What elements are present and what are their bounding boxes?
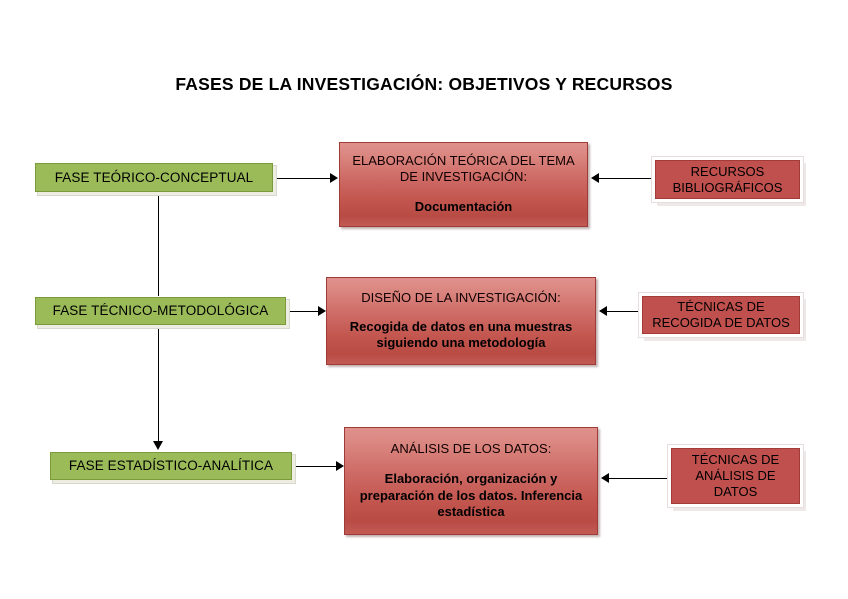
resource-label: TÉCNICAS DE ANÁLISIS DE DATOS bbox=[691, 452, 780, 499]
resource-box-tecnicas-analisis-datos[interactable]: TÉCNICAS DE ANÁLISIS DE DATOS bbox=[668, 445, 803, 507]
connector-phase-3-to-objective-3-arrow-right-icon bbox=[336, 461, 344, 471]
resource-box-recursos-bibliograficos[interactable]: RECURSOS BIBLIOGRÁFICOS bbox=[652, 157, 803, 202]
objective-heading: DISEÑO DE LA INVESTIGACIÓN: bbox=[361, 290, 561, 306]
connector-phase-1-to-objective-1-arrow-right-icon bbox=[330, 173, 338, 183]
phase-label: FASE TEÓRICO-CONCEPTUAL bbox=[54, 169, 254, 185]
objective-heading: ANÁLISIS DE LOS DATOS: bbox=[390, 440, 552, 456]
phase-box-teorico-conceptual[interactable]: FASE TEÓRICO-CONCEPTUAL bbox=[35, 163, 273, 192]
connector-phase-1-to-phase-2-line bbox=[158, 196, 159, 296]
objective-body: Documentación bbox=[414, 199, 513, 215]
objective-body: Elaboración, organización y preparación … bbox=[359, 471, 583, 520]
phase-label: FASE TÉCNICO-METODOLÓGICA bbox=[52, 303, 269, 319]
connector-resource-2-to-objective-2-arrow-left-icon bbox=[599, 306, 607, 316]
resource-box-tecnicas-recogida-datos[interactable]: TÉCNICAS DE RECOGIDA DE DATOS bbox=[639, 293, 803, 337]
connector-phase-flow-arrow-down-icon bbox=[153, 441, 163, 450]
connector-resource-3-to-objective-3-line bbox=[608, 478, 667, 479]
objective-box-elaboracion-teorica[interactable]: ELABORACIÓN TEÓRICA DEL TEMA DE INVESTIG… bbox=[339, 142, 588, 227]
phase-label: FASE ESTADÍSTICO-ANALÍTICA bbox=[68, 458, 274, 474]
phase-box-tecnico-metodologica[interactable]: FASE TÉCNICO-METODOLÓGICA bbox=[35, 297, 286, 325]
objective-box-diseno-investigacion[interactable]: DISEÑO DE LA INVESTIGACIÓN: Recogida de … bbox=[326, 277, 596, 365]
resource-label: RECURSOS BIBLIOGRÁFICOS bbox=[672, 163, 783, 195]
connector-resource-1-to-objective-1-arrow-left-icon bbox=[591, 173, 599, 183]
connector-resource-3-to-objective-3-arrow-left-icon bbox=[601, 473, 609, 483]
phase-box-estadistico-analitica[interactable]: FASE ESTADÍSTICO-ANALÍTICA bbox=[50, 452, 292, 480]
objective-box-analisis-datos[interactable]: ANÁLISIS DE LOS DATOS: Elaboración, orga… bbox=[344, 427, 598, 535]
objective-body: Recogida de datos en una muestras siguie… bbox=[349, 318, 573, 351]
objective-heading: ELABORACIÓN TEÓRICA DEL TEMA DE INVESTIG… bbox=[352, 152, 575, 185]
connector-phase-2-to-objective-2-arrow-right-icon bbox=[318, 306, 326, 316]
page-title: FASES DE LA INVESTIGACIÓN: OBJETIVOS Y R… bbox=[175, 74, 673, 94]
resource-label: TÉCNICAS DE RECOGIDA DE DATOS bbox=[652, 299, 790, 330]
connector-resource-2-to-objective-2-line bbox=[606, 311, 639, 312]
connector-phase-2-to-phase-3-line bbox=[158, 325, 159, 445]
connector-phase-1-to-objective-1-line bbox=[277, 178, 331, 179]
connector-resource-1-to-objective-1-line bbox=[598, 178, 652, 179]
connector-phase-3-to-objective-3-line bbox=[296, 466, 338, 467]
connector-phase-2-to-objective-2-line bbox=[290, 311, 320, 312]
